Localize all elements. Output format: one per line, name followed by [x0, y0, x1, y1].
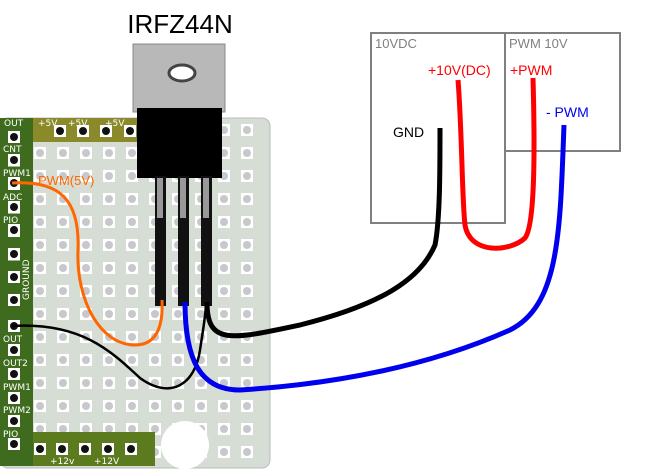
board-label: CNT: [3, 145, 22, 155]
board-label: PWM1: [3, 383, 31, 393]
board-logo: [161, 421, 209, 469]
board-label: +5V: [105, 119, 125, 129]
label-plus-pwm: +PWM: [510, 62, 552, 78]
transistor: [132, 43, 226, 306]
board-label: OUT: [3, 335, 23, 345]
board-label: +5V: [38, 119, 58, 129]
label-plus-10v: +10V(DC): [428, 62, 491, 78]
transistor-legs: [155, 176, 212, 306]
transistor-title: IRFZ44N: [127, 9, 232, 39]
label-gnd: GND: [393, 124, 424, 140]
board-label: ADC: [3, 193, 22, 203]
board-label: PIO: [3, 430, 18, 440]
board-label: PIO: [3, 216, 18, 226]
perfboard: OUT+5V+5V+5VCNTPWM1ADCPIOGROUNDOUTOUT2PW…: [0, 117, 271, 469]
wire-blue-minus-pwm: [182, 124, 567, 393]
transistor-body: [137, 108, 222, 178]
box-title-pwm: PWM 10V: [509, 36, 568, 51]
board-label: +12v: [50, 457, 75, 467]
label-pwm-5v: PWM(5V): [38, 173, 94, 188]
board-label: GROUND: [22, 259, 32, 300]
board-label: +12V: [94, 457, 120, 467]
left-header-strip: [0, 118, 33, 466]
mounting-hole: [167, 63, 197, 83]
label-minus-pwm: - PWM: [546, 104, 589, 120]
board-label: PWM1: [3, 169, 31, 179]
board-label: OUT2: [3, 359, 28, 369]
wire-black-ground-thin: [11, 304, 208, 390]
board-label: PWM2: [3, 406, 31, 416]
box-title-10vdc: 10VDC: [375, 36, 417, 51]
board-label: +5V: [68, 119, 88, 129]
wire-red-plus: [455, 77, 537, 251]
wire-orange-pwm5v: [11, 181, 164, 347]
wire-black-gnd: [204, 127, 443, 339]
board-label: OUT: [4, 119, 24, 129]
